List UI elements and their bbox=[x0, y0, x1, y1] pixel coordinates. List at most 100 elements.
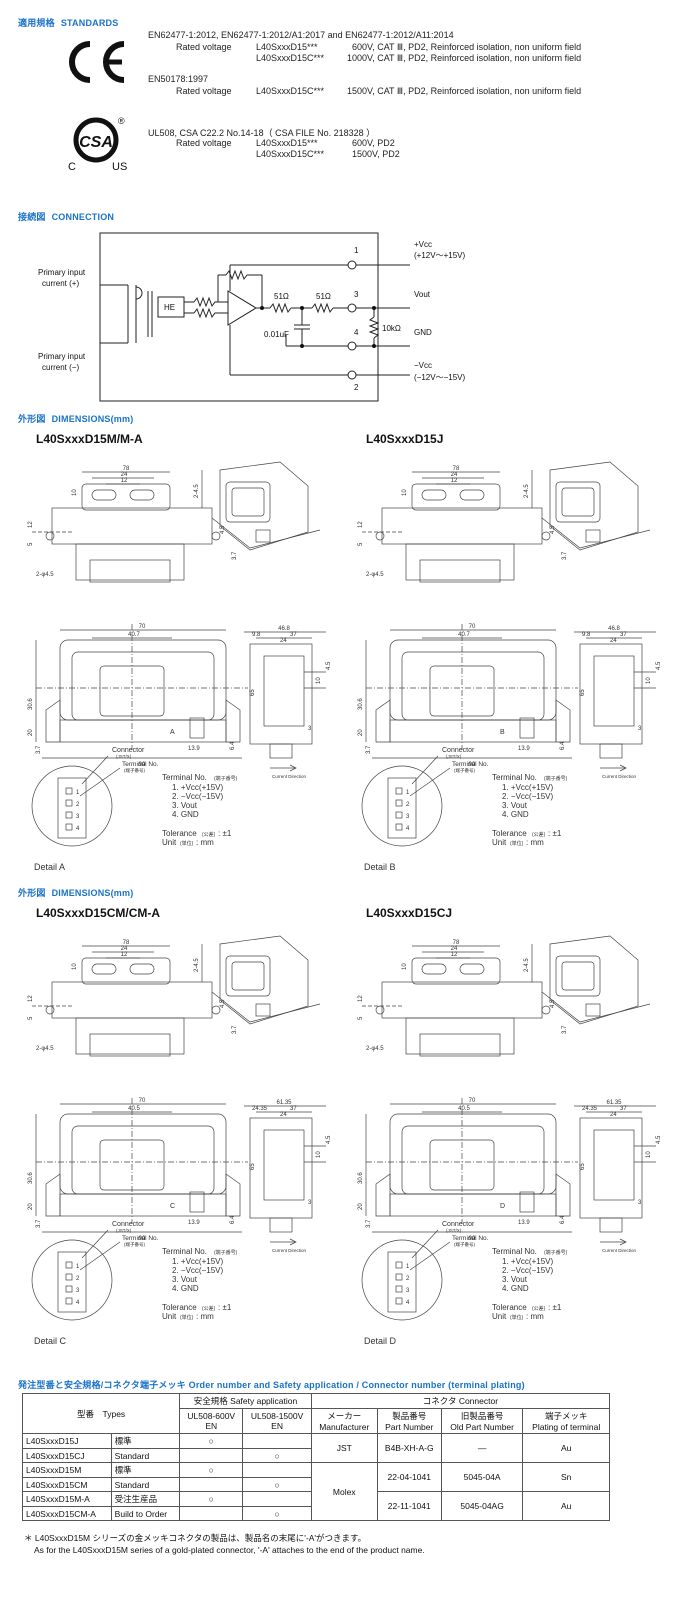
detail-marker: B bbox=[500, 729, 505, 736]
terminal-no-jp: (端子番号) bbox=[544, 1249, 568, 1256]
terminal-item: 2. −Vcc(−15V) bbox=[502, 1266, 553, 1275]
dim-label: 61.35 bbox=[606, 1100, 622, 1106]
safety-header: 安全規格 Safety application bbox=[179, 1393, 312, 1409]
pin-number: 1 bbox=[406, 790, 410, 796]
vout-label: Vout bbox=[414, 290, 431, 299]
dim-label: 78 bbox=[453, 466, 460, 472]
dim-label: 37 bbox=[290, 1106, 297, 1112]
dim-label: 65 bbox=[580, 689, 586, 696]
pin-4-label: 4 bbox=[354, 328, 359, 337]
unit-value: : mm bbox=[526, 838, 544, 847]
dim-label: 3.7 bbox=[366, 745, 372, 754]
dim-label: 40.7 bbox=[458, 632, 470, 638]
dim-label: 30.6 bbox=[28, 1172, 34, 1184]
dim-label: 2-φ4.5 bbox=[366, 1046, 384, 1052]
detail-label: Detail B bbox=[364, 862, 396, 872]
dim-label: 65 bbox=[580, 1163, 586, 1170]
dim-label: 40.5 bbox=[128, 1106, 140, 1112]
dim-label: 5 bbox=[358, 1016, 364, 1020]
detail-label: Detail C bbox=[34, 1336, 67, 1346]
dim-label: 12 bbox=[28, 995, 34, 1002]
pin-number: 2 bbox=[76, 1276, 80, 1282]
dim-label: 12 bbox=[121, 952, 128, 958]
tolerance-label: Tolerance bbox=[492, 829, 527, 838]
dim-label: 12 bbox=[451, 478, 458, 484]
pin-number: 4 bbox=[76, 1300, 80, 1306]
dim-label: 10 bbox=[316, 1151, 322, 1158]
terminal-item: 4. GND bbox=[172, 810, 199, 819]
detail-marker: C bbox=[170, 1203, 175, 1210]
dim-label: 4.5 bbox=[220, 525, 226, 534]
connector-label: Connector bbox=[442, 1221, 475, 1228]
dim-label: Current Direction bbox=[602, 1248, 637, 1253]
dim-label: 40.5 bbox=[458, 1106, 470, 1112]
dim-label: 12 bbox=[28, 521, 34, 528]
dim-label: 4.5 bbox=[220, 999, 226, 1008]
dim-label: 65 bbox=[250, 689, 256, 696]
pin-number: 1 bbox=[76, 1264, 80, 1270]
unit-label: Unit bbox=[162, 1312, 177, 1321]
r1-label: 51Ω bbox=[274, 292, 289, 301]
ce-mark-icon bbox=[69, 41, 125, 83]
dim-label: 2-4.5 bbox=[194, 484, 200, 498]
dim-label: 90 bbox=[139, 1236, 146, 1242]
terminal-item: 2. −Vcc(−15V) bbox=[502, 792, 553, 801]
unit-jp: (単位) bbox=[510, 1314, 524, 1321]
dim-label: 40.7 bbox=[128, 632, 140, 638]
dim-label: 78 bbox=[123, 466, 130, 472]
dim-label: 24 bbox=[280, 638, 287, 644]
connector-header: コネクタ Connector bbox=[310, 1393, 611, 1409]
connector-label: Connector bbox=[112, 747, 145, 754]
tolerance-jp: (公差) bbox=[202, 1305, 216, 1312]
dim-label: 24 bbox=[610, 638, 617, 644]
dim-label: 10 bbox=[72, 963, 78, 970]
terminal-label: Terminal No. bbox=[452, 761, 489, 768]
dim-label: 6.4 bbox=[230, 1215, 236, 1224]
connector-label: Connector bbox=[442, 747, 475, 754]
tolerance-jp: (公差) bbox=[532, 831, 546, 838]
dim-label: 10 bbox=[402, 963, 408, 970]
dim-label: 13.9 bbox=[518, 1220, 530, 1226]
terminal-no-jp: (端子番号) bbox=[214, 1249, 238, 1256]
note-jp: ＊ L40SxxxD15M シリーズの金メッキコネクタの製品は、製品名の末尾に'… bbox=[24, 1533, 367, 1543]
dim-label: 10 bbox=[646, 1151, 652, 1158]
dim-label: 3 bbox=[308, 726, 312, 732]
table-row: L40SxxxD15CM-A Build to Order ○ bbox=[22, 1506, 610, 1521]
dim-label: 24.35 bbox=[252, 1106, 268, 1112]
dim-label: 37 bbox=[620, 1106, 627, 1112]
pin-2-label: 2 bbox=[354, 383, 359, 392]
ul508-standard: UL508, CSA C22.2 No.14-18（ CSA FILE No. … bbox=[148, 128, 376, 138]
terminal-item: 3. Vout bbox=[172, 801, 198, 810]
terminal-label: Terminal No. bbox=[452, 1235, 489, 1242]
terminal-item: 1. +Vcc(+15V) bbox=[172, 783, 223, 792]
gnd-label: GND bbox=[414, 328, 432, 337]
dim-label: 10 bbox=[72, 489, 78, 496]
table-row: L40SxxxD15J 標準 ○ JST B4B-XH-A-G ― Au bbox=[22, 1433, 610, 1463]
cap-label: 0.01uF bbox=[264, 330, 289, 339]
dim-label: 24 bbox=[280, 1112, 287, 1118]
dim-label: 24.35 bbox=[582, 1106, 598, 1112]
primary-minus-label-2: current (−) bbox=[42, 363, 79, 372]
terminal-label: Terminal No. bbox=[122, 1235, 159, 1242]
connector-label: Connector bbox=[112, 1221, 145, 1228]
unit-value: : mm bbox=[196, 838, 214, 847]
terminal-item: 4. GND bbox=[502, 810, 529, 819]
types-header: 型番 Types bbox=[21, 1393, 181, 1434]
pin-number: 3 bbox=[406, 814, 410, 820]
dim-label: 6.4 bbox=[560, 741, 566, 750]
table-row: L40SxxxD15M 標準 ○ Molex 22-04-1041 5045-0… bbox=[22, 1462, 610, 1521]
dim-label: 20 bbox=[358, 1203, 364, 1210]
dim-label: Current Direction bbox=[272, 774, 307, 779]
dim-label: 24 bbox=[121, 946, 128, 952]
model-title: L40SxxxD15CJ bbox=[366, 906, 453, 920]
dim-label: 70 bbox=[469, 624, 476, 630]
dim-label: 70 bbox=[139, 624, 146, 630]
pin-number: 3 bbox=[406, 1288, 410, 1294]
tolerance-jp: (公差) bbox=[532, 1305, 546, 1312]
model-title: L40SxxxD15CM/CM-A bbox=[36, 906, 161, 920]
dim-label: 4.5 bbox=[656, 661, 662, 670]
terminal-no-title: Terminal No. bbox=[492, 773, 537, 782]
